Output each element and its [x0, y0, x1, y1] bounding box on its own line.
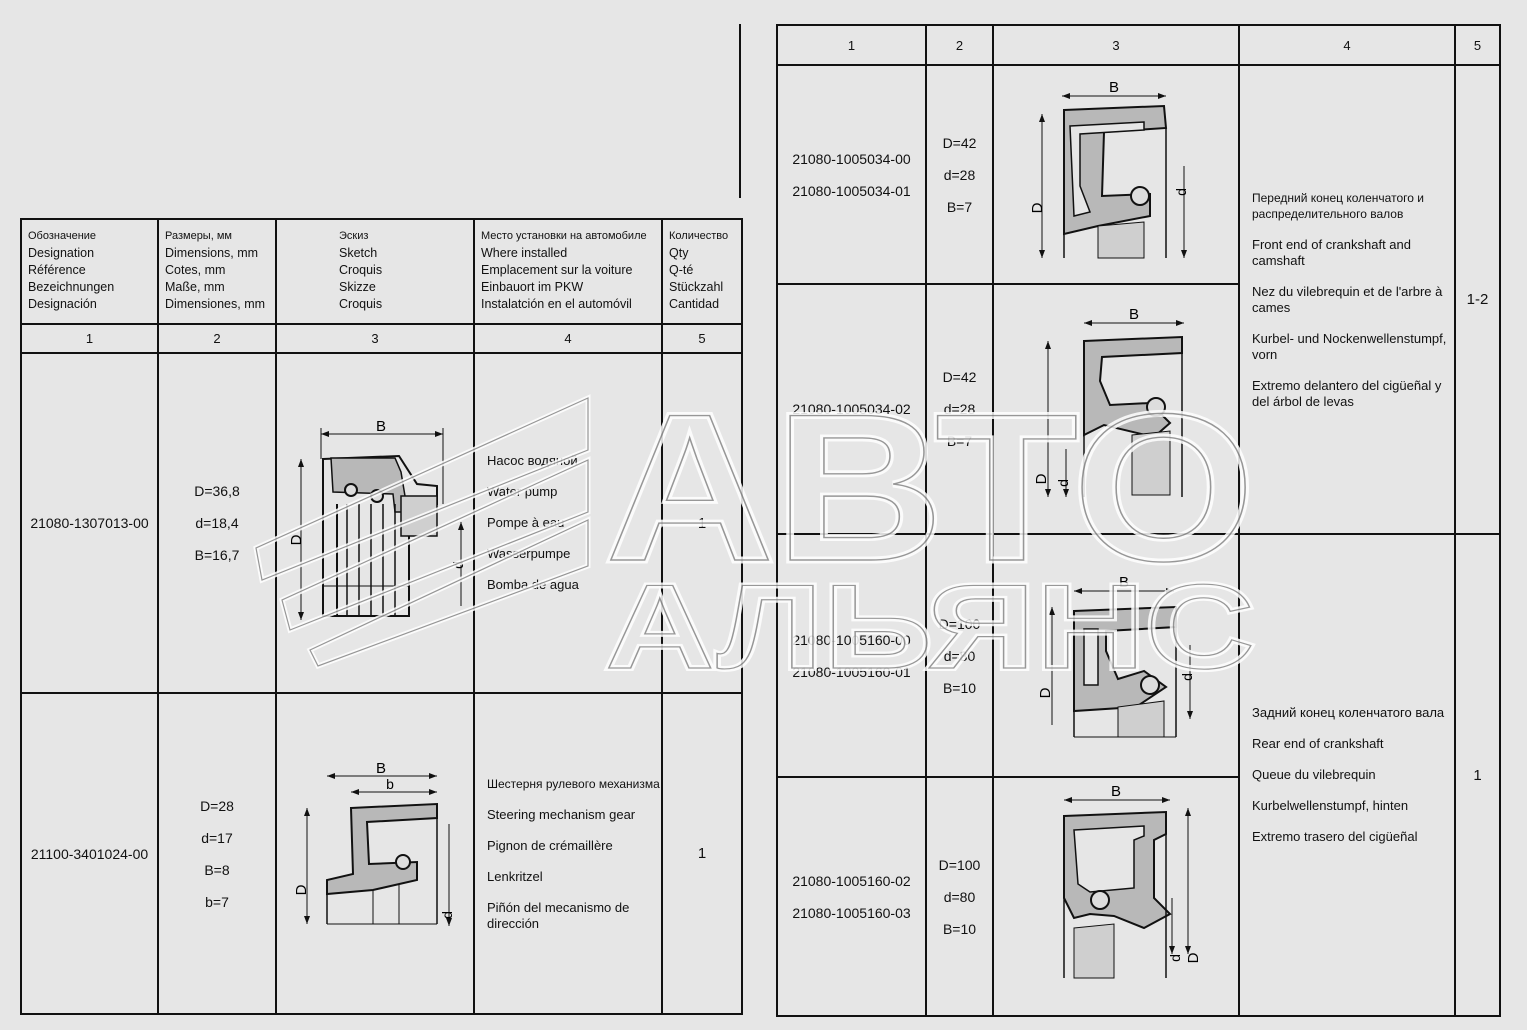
dimension-label-d-outer: D — [1029, 202, 1046, 213]
sketch-cell: B b D d — [275, 692, 475, 1015]
dimension-label-d-outer: D — [288, 534, 305, 545]
dimension-label-d-outer: D — [1033, 473, 1050, 484]
sketch-cell: B D d — [992, 64, 1240, 285]
designation-cell: 21080-1005160-00 21080-1005160-01 — [776, 533, 927, 778]
header-row: Обозначение Designation Référence Bezeic… — [20, 218, 743, 325]
col-number: 3 — [992, 24, 1240, 66]
header-sketch: Эскиз Sketch Croquis Skizze Croquis — [275, 218, 475, 325]
sketch-cell: B D d — [275, 352, 475, 694]
header-qty: Количество Qty Q-té Stückzahl Cantidad — [661, 218, 743, 325]
col-number: 5 — [661, 323, 743, 354]
header-dimensions: Размеры, мм Dimensions, mm Cotes, mm Maß… — [157, 218, 277, 325]
rear-crankshaft-seal-sketch: B D d — [1037, 574, 1195, 738]
col-number: 5 — [1454, 24, 1501, 66]
column-number-row: 1 2 3 4 5 — [20, 323, 743, 354]
front-crankshaft-seal-sketch: B D d — [1029, 79, 1189, 259]
dimension-label-b: B — [1111, 783, 1121, 800]
left-table: Обозначение Designation Référence Bezeic… — [20, 218, 743, 1015]
col-number: 1 — [776, 24, 927, 66]
vertical-divider-line — [739, 24, 741, 198]
designation-cell: 21080-1005034-00 21080-1005034-01 — [776, 64, 927, 285]
column-number-row: 1 2 3 4 5 — [776, 24, 1501, 66]
dimensions-cell: D=36,8 d=18,4 B=16,7 — [157, 352, 277, 694]
dimension-label-d-inner: d — [1173, 188, 1189, 196]
qty-cell: 1 — [661, 352, 743, 694]
dimension-label-d-outer: D — [1037, 687, 1054, 698]
table-row: 21080-1005034-00 21080-1005034-01 D=42 d… — [776, 64, 1501, 535]
dimension-label-b: B — [1109, 79, 1119, 96]
place-cell-group-1: Передний конец коленчатого и распределит… — [1238, 64, 1456, 535]
col-number: 3 — [275, 323, 475, 354]
col-number: 4 — [1238, 24, 1456, 66]
designation-cell: 21080-1307013-00 — [20, 352, 159, 694]
dimension-label-d-inner: d — [1167, 954, 1183, 962]
dimensions-cell: D=100 d=80 B=10 — [925, 533, 994, 778]
dimension-label-small-b: b — [386, 776, 394, 792]
dimensions-cell: D=100 d=80 B=10 — [925, 776, 994, 1017]
header-place: Место установки на автомобиле Where inst… — [473, 218, 663, 325]
sketch-cell: B D d — [992, 776, 1240, 1017]
table-row: 21080-1005160-00 21080-1005160-01 D=100 … — [776, 533, 1501, 1017]
header-designation: Обозначение Designation Référence Bezeic… — [20, 218, 159, 325]
dimension-label-d-outer: D — [1185, 952, 1202, 963]
designation-cell: 21100-3401024-00 — [20, 692, 159, 1015]
dimension-label-d-inner: d — [450, 561, 466, 569]
designation-cell: 21080-1005160-02 21080-1005160-03 — [776, 776, 927, 1017]
front-crankshaft-seal-sketch-2: B D d — [1033, 306, 1184, 497]
qty-cell-group-1: 1-2 — [1454, 64, 1501, 535]
dimension-label-d-inner: d — [1055, 479, 1071, 487]
right-table: 1 2 3 4 5 21080-1005034-00 21080-1005034… — [776, 24, 1501, 1017]
dimensions-cell: D=28 d=17 B=8 b=7 — [157, 692, 277, 1015]
col-number: 2 — [925, 24, 994, 66]
rear-crankshaft-seal-sketch-2: B D d — [1063, 783, 1202, 979]
dimension-label-d-outer: D — [293, 884, 310, 895]
place-cell: Шестерня рулевого механизма Steering mec… — [473, 692, 663, 1015]
col-number: 2 — [157, 323, 277, 354]
dimensions-cell: D=42 d=28 B=7 — [925, 283, 994, 535]
col-number: 1 — [20, 323, 159, 354]
designation-cell: 21080-1005034-02 — [776, 283, 927, 535]
water-pump-seal-sketch: B D d — [288, 418, 466, 620]
table-row: 21080-1307013-00 D=36,8 d=18,4 B=16,7 B … — [20, 352, 743, 694]
table-row: 21080-1005034-02 D=42 d=28 B=7 B D d — [776, 283, 1500, 535]
dimension-label-b: B — [1129, 306, 1139, 323]
place-cell-group-2: Задний конец коленчатого вала Rear end o… — [1238, 533, 1456, 1017]
sketch-cell: B D d — [992, 533, 1240, 778]
sketch-cell: B D d — [992, 283, 1240, 535]
dimensions-cell: D=42 d=28 B=7 — [925, 64, 994, 285]
steering-gear-seal-sketch: B b D d — [293, 760, 455, 926]
table-row: 21080-1005160-02 21080-1005160-03 D=100 … — [776, 776, 1500, 1017]
qty-cell-group-2: 1 — [1454, 533, 1501, 1017]
dimension-label-d-inner: d — [1179, 673, 1195, 681]
col-number: 4 — [473, 323, 663, 354]
table-row: 21100-3401024-00 D=28 d=17 B=8 b=7 B b D — [20, 692, 743, 1015]
qty-cell: 1 — [661, 692, 743, 1015]
dimension-label-d-inner: d — [439, 911, 455, 919]
dimension-label-b: B — [376, 418, 386, 435]
place-cell: Насос водяной Water pump Pompe à eau Was… — [473, 352, 663, 694]
dimension-label-b: B — [1119, 574, 1129, 591]
dimension-label-b: B — [376, 760, 386, 777]
